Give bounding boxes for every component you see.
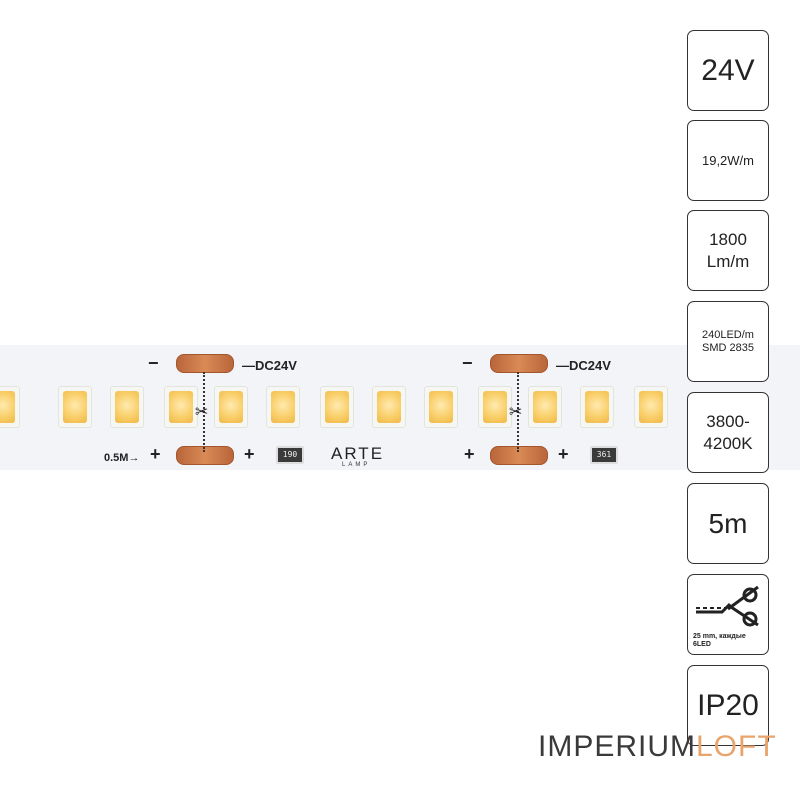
spec-voltage: 24V <box>687 30 769 111</box>
spec-cut-interval: 25 mm, каждые 6LED <box>687 574 769 655</box>
cut-caption-line2: 6LED <box>693 640 711 648</box>
plus-sign: + <box>244 444 255 464</box>
led-chip <box>110 386 144 428</box>
minus-sign: − <box>462 353 473 373</box>
spec-color-temperature: 3800- 4200K <box>687 392 769 473</box>
voltage-label: —DC24V <box>556 358 611 373</box>
spec-ip-rating: IP20 <box>687 665 769 746</box>
spec-length: 5m <box>687 483 769 564</box>
scissors-icon: ✂ <box>195 404 209 421</box>
plus-sign: + <box>558 444 569 464</box>
spec-cct-line1: 3800- <box>706 411 750 431</box>
led-chip <box>58 386 92 428</box>
watermark-part2: LOFT <box>696 730 777 763</box>
spec-voltage-value: 24V <box>701 53 755 87</box>
minus-sign: − <box>148 353 159 373</box>
led-chip <box>0 386 20 428</box>
spec-cct-line2: 4200K <box>703 433 753 453</box>
spec-led-type: SMD 2835 <box>702 341 754 354</box>
led-chip <box>372 386 406 428</box>
led-chip <box>634 386 668 428</box>
cut-line <box>517 372 519 452</box>
plus-sign: + <box>464 444 475 464</box>
led-chip <box>164 386 198 428</box>
cut-caption-line1: 25 mm, каждые <box>693 632 746 640</box>
spec-length-value: 5m <box>708 507 748 539</box>
spec-luminous-flux: 1800 Lm/m <box>687 210 769 291</box>
spec-power-value: 19,2W/m <box>701 153 754 168</box>
led-chip <box>580 386 614 428</box>
resistor: 190 <box>276 446 304 464</box>
spec-flux-unit: Lm/m <box>706 251 750 271</box>
solder-pad <box>176 354 234 373</box>
brand-logo-sub: LAMP <box>342 462 371 468</box>
cut-line <box>203 372 205 452</box>
voltage-label: —DC24V <box>242 358 297 373</box>
spec-flux-value: 1800 <box>709 229 747 249</box>
spec-ip-value: IP20 <box>697 688 759 722</box>
solder-pad <box>490 354 548 373</box>
solder-pad <box>490 446 548 465</box>
spec-led-density: 240LED/m SMD 2835 <box>687 301 769 382</box>
scissors-icon: ✂ <box>509 404 523 421</box>
brand-logo: ARTE <box>331 444 385 463</box>
led-chip <box>528 386 562 428</box>
led-chip <box>320 386 354 428</box>
scissors-icon <box>696 585 759 626</box>
segment-length-label: 0.5M→ <box>104 452 140 464</box>
solder-pad <box>176 446 234 465</box>
led-chip <box>424 386 458 428</box>
resistor: 361 <box>590 446 618 464</box>
watermark-part1: IMPERIUM <box>538 730 696 763</box>
led-chip <box>214 386 248 428</box>
led-chip <box>478 386 512 428</box>
spec-power: 19,2W/m <box>687 120 769 201</box>
spec-led-density-value: 240LED/m <box>702 328 754 341</box>
plus-sign: + <box>150 444 161 464</box>
led-chip <box>266 386 300 428</box>
watermark: IMPERIUMLOFT <box>538 730 777 764</box>
